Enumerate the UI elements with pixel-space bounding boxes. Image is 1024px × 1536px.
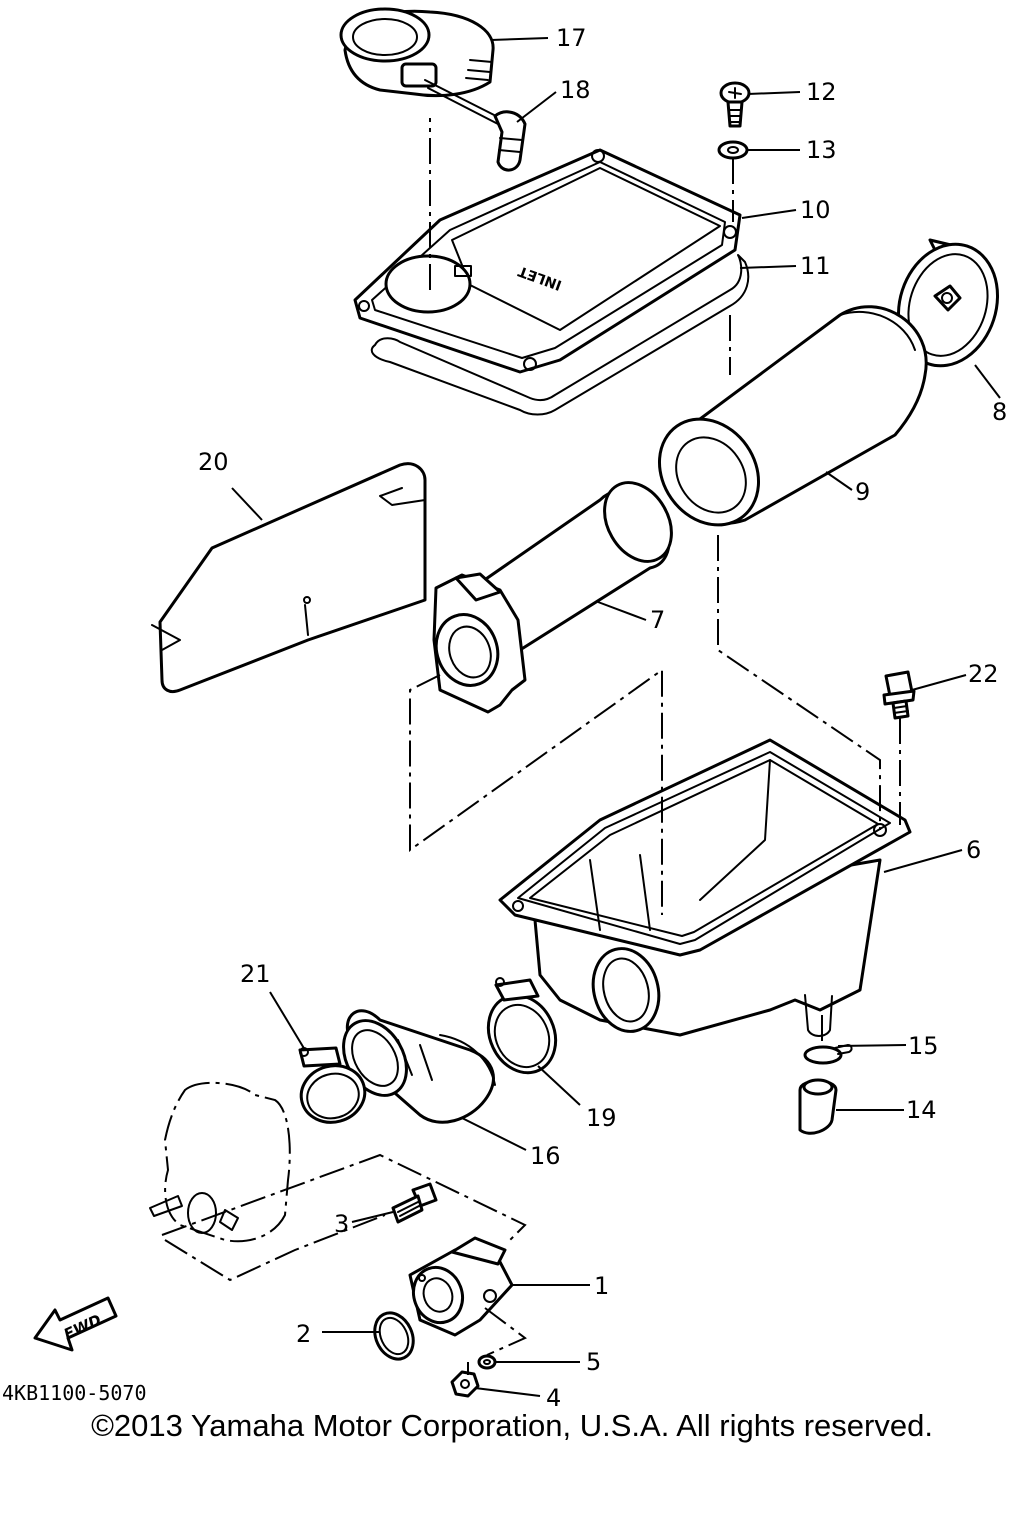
callout-16: 16: [530, 1142, 561, 1170]
callout-4: 4: [546, 1384, 561, 1412]
callout-20: 20: [198, 448, 229, 476]
part-21-clamp: [298, 1046, 367, 1124]
part-14-drain-plug: [798, 1078, 838, 1135]
part-7-filter-guide: [432, 481, 673, 714]
part-13-washer: [717, 140, 749, 160]
part-4-nut: [450, 1370, 480, 1398]
part-6-air-filter-case: [498, 738, 912, 1037]
fwd-arrow-icon: FWD: [33, 1296, 118, 1352]
callout-numbers: 17 18 12 13 10 11 8 9 20 7 22 6 21 15 14…: [198, 24, 1007, 1412]
callout-22: 22: [968, 660, 999, 688]
callout-21: 21: [240, 960, 271, 988]
part-1-intake-joint: [408, 1236, 514, 1337]
callout-5: 5: [586, 1348, 601, 1376]
callout-8: 8: [992, 398, 1007, 426]
part-17-intake-duct: [339, 7, 495, 98]
part-5-washer: [477, 1354, 497, 1370]
callout-1: 1: [594, 1272, 609, 1300]
part-12-bolt: [719, 81, 751, 128]
part-20-side-plate: [151, 462, 427, 694]
callout-15: 15: [908, 1032, 939, 1060]
part-11-gasket: [370, 254, 750, 416]
part-2-o-ring: [373, 1311, 415, 1361]
part-15-clip: [803, 1044, 853, 1065]
part-3-bolt: [391, 1182, 438, 1224]
callout-12: 12: [806, 78, 837, 106]
leader-lines: [231, 37, 1001, 1397]
part-10-air-box-cover: INLET: [353, 148, 742, 374]
part-18-elbow-hose: [424, 79, 527, 172]
part-9-air-filter-element: [657, 305, 928, 527]
part-22-flange-bolt: [882, 670, 916, 720]
callout-17: 17: [556, 24, 587, 52]
drawing-code: 4KB1100-5070: [2, 1381, 147, 1405]
part-8-end-cap: [896, 238, 1000, 368]
callout-11: 11: [800, 252, 831, 280]
callout-3: 3: [334, 1210, 349, 1238]
callout-14: 14: [906, 1096, 937, 1124]
callout-2: 2: [296, 1320, 311, 1348]
assembly-lines: [161, 118, 901, 1375]
carburetor-reference-outline: [149, 1081, 291, 1243]
callout-6: 6: [966, 836, 981, 864]
copyright-notice: ©2013 Yamaha Motor Corporation, U.S.A. A…: [91, 1408, 933, 1443]
callout-19: 19: [586, 1104, 617, 1132]
callout-18: 18: [560, 76, 591, 104]
callout-10: 10: [800, 196, 831, 224]
callout-13: 13: [806, 136, 837, 164]
callout-7: 7: [650, 606, 665, 634]
callout-9: 9: [855, 478, 870, 506]
part-19-clamp: [486, 977, 558, 1075]
